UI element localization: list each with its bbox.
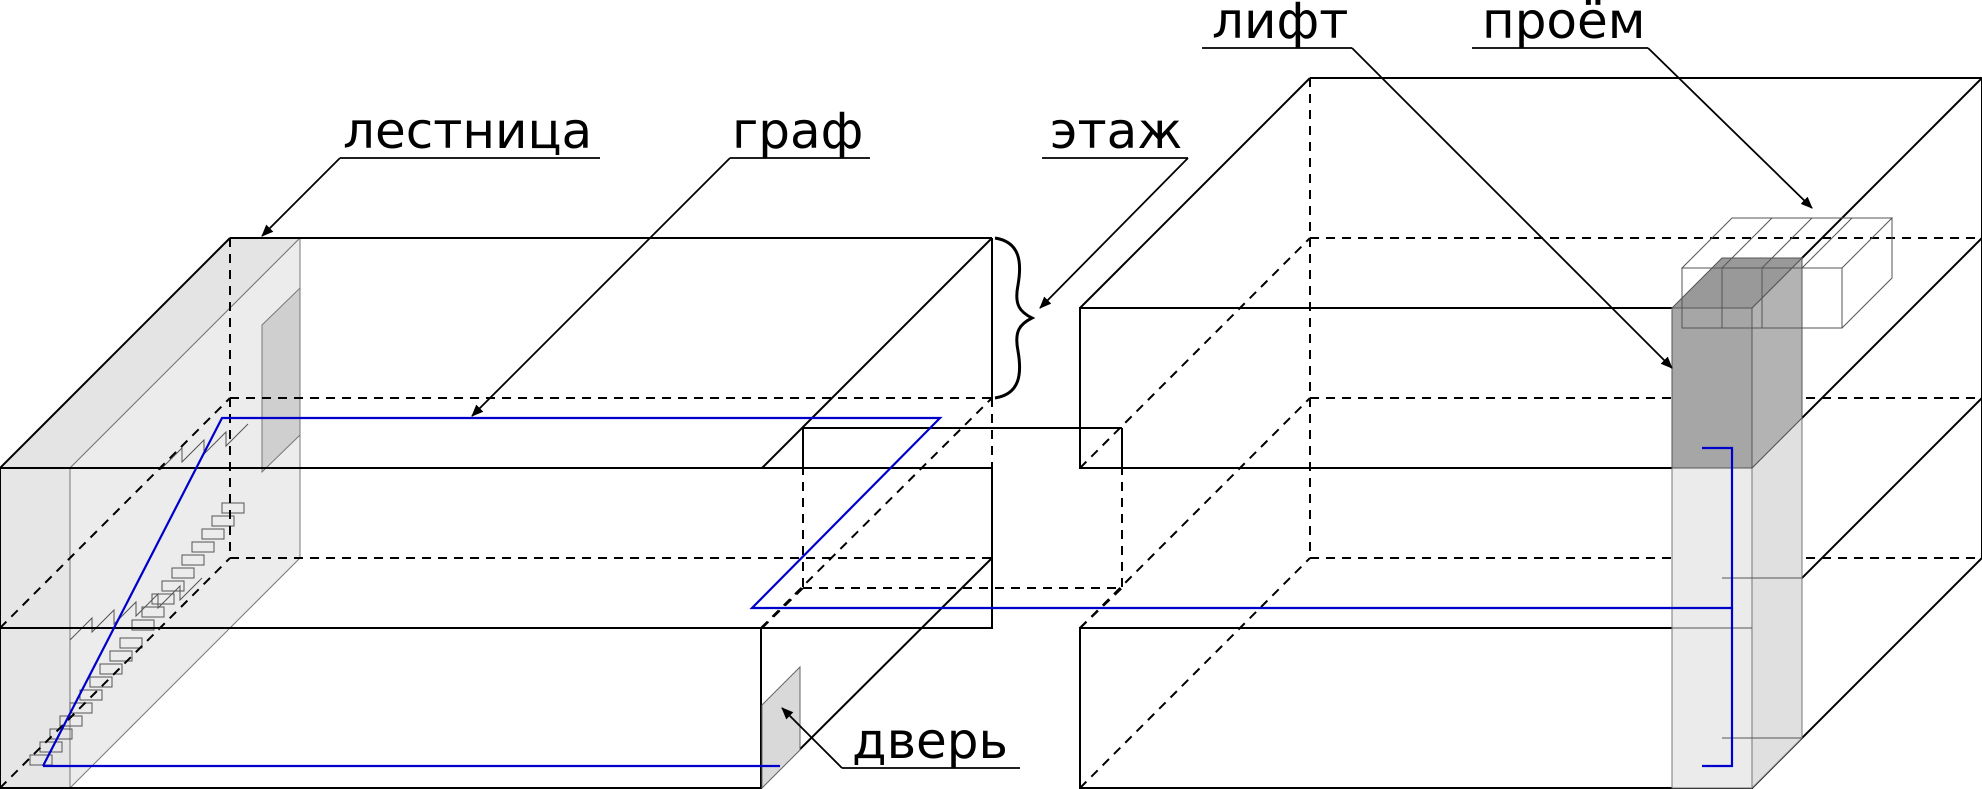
label-floor: этаж: [1039, 102, 1189, 309]
label-opening: проём: [1472, 0, 1813, 209]
left-building: [0, 236, 993, 789]
label-elevator: лифт: [1202, 0, 1673, 369]
opening-wireframe: [1680, 217, 1894, 329]
svg-text:лестница: лестница: [343, 102, 592, 160]
right-building: [1079, 77, 1982, 789]
label-stairs: лестница: [261, 102, 600, 237]
svg-text:этаж: этаж: [1050, 102, 1182, 160]
door-panel: [761, 665, 801, 789]
svg-text:дверь: дверь: [852, 712, 1008, 770]
label-graph: граф: [471, 102, 870, 417]
svg-text:проём: проём: [1482, 0, 1646, 50]
stair-zone: [0, 236, 302, 789]
svg-text:лифт: лифт: [1212, 0, 1348, 50]
svg-text:граф: граф: [732, 102, 863, 160]
corridor: [761, 427, 1123, 629]
right-building-edges: [1079, 77, 1982, 789]
staircase-steps: [29, 423, 249, 766]
graph-path-elevator: [1702, 608, 1734, 768]
graph-path: [42, 416, 1734, 767]
label-door: дверь: [781, 707, 1020, 770]
floor-brace-icon: [994, 236, 1036, 400]
elevator-shaft: [1670, 256, 1804, 789]
